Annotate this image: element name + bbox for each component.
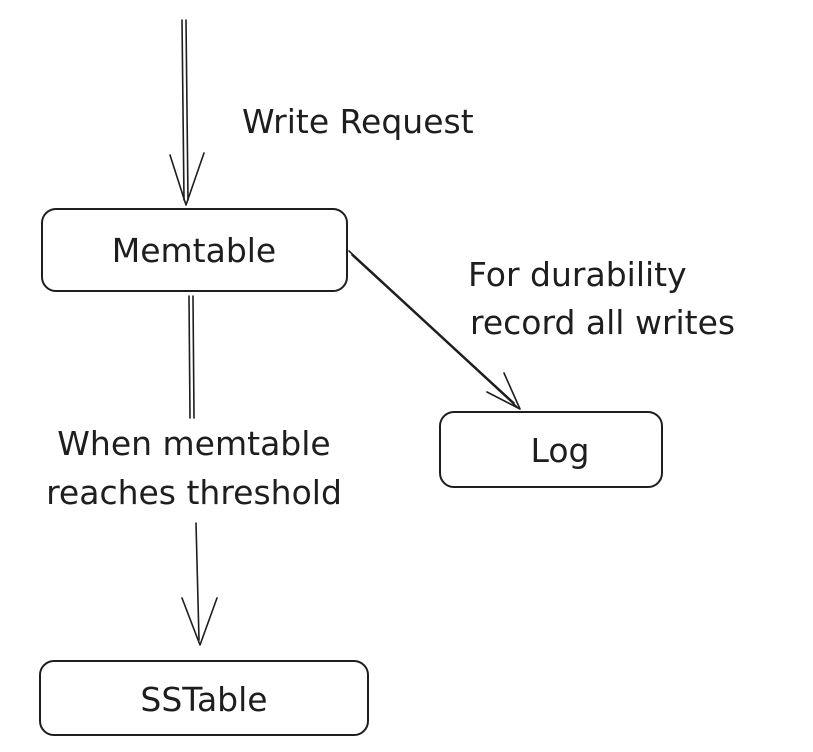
log-label: Log — [531, 431, 590, 470]
memtable-to-log-arrow — [348, 250, 521, 410]
memtable-to-sstable-arrow — [181, 295, 218, 646]
memtable-node[interactable]: Memtable — [41, 208, 348, 292]
sstable-box — [39, 660, 369, 736]
sstable-node[interactable]: SSTable — [39, 660, 369, 736]
memtable-label: Memtable — [112, 231, 277, 270]
log-box — [439, 411, 663, 488]
threshold-label-line2: reaches threshold — [46, 473, 342, 512]
sstable-label: SSTable — [140, 680, 267, 719]
durability-label-line2: record all writes — [470, 303, 735, 342]
threshold-label-line1: When memtable — [57, 424, 330, 463]
memtable-box — [41, 208, 348, 292]
log-node[interactable]: Log — [439, 411, 663, 488]
write-request-arrow — [169, 19, 205, 206]
durability-label-line1: For durability — [468, 255, 687, 294]
write-request-label: Write Request — [242, 102, 474, 141]
